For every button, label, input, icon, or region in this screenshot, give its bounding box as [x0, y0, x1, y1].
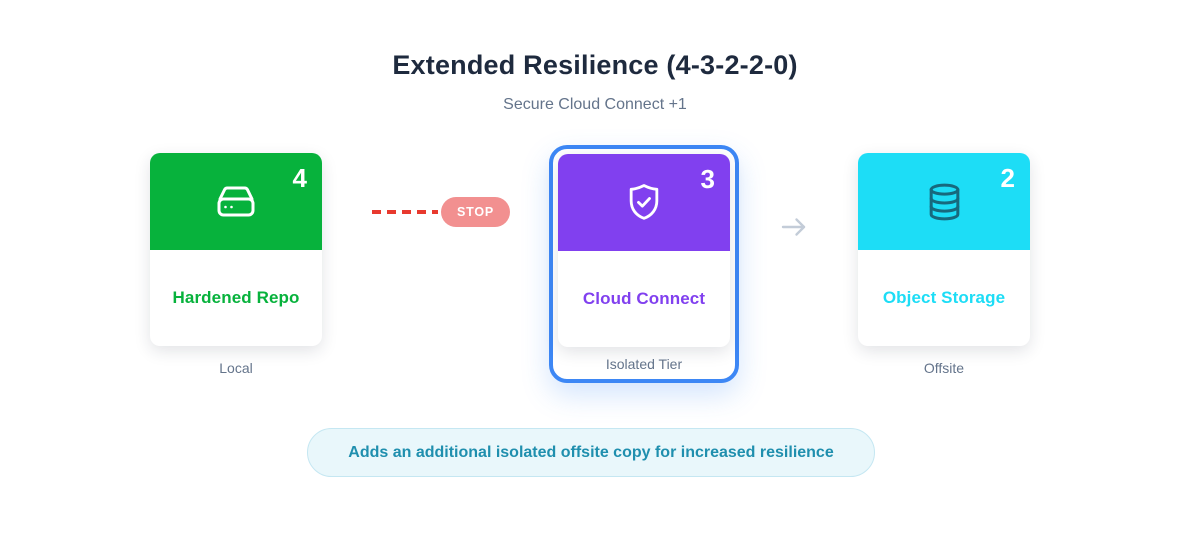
card-header-cloud-connect: 3 — [558, 154, 730, 251]
card-title-object-storage: Object Storage — [882, 288, 1006, 307]
database-icon — [924, 182, 965, 222]
tier-label-local: Local — [219, 360, 253, 376]
card-body: Hardened Repo — [150, 250, 322, 346]
card-body: Object Storage — [858, 250, 1030, 346]
card-group-object-storage: 2 Object Storage Offsite — [858, 153, 1030, 376]
connector-arrow — [778, 212, 810, 242]
card-title-hardened-repo: Hardened Repo — [172, 288, 300, 307]
copy-count-badge: 3 — [700, 164, 715, 194]
tier-label-offsite: Offsite — [923, 360, 965, 376]
arrow-right-icon — [778, 212, 810, 242]
shield-check-icon — [624, 180, 664, 226]
footnote-banner: Adds an additional isolated offsite copy… — [307, 428, 875, 477]
blocked-dashed-line — [372, 210, 438, 214]
stop-badge: STOP — [441, 197, 510, 227]
card-group-hardened-repo: 4 Hardened Repo Local — [150, 153, 322, 376]
card-header-object-storage: 2 — [858, 153, 1030, 250]
card-object-storage[interactable]: 2 Object Storage — [858, 153, 1030, 346]
copy-count-badge: 2 — [1000, 163, 1015, 193]
page-subtitle: Secure Cloud Connect +1 — [503, 96, 687, 113]
card-title-cloud-connect: Cloud Connect — [582, 289, 706, 308]
copy-count-badge: 4 — [292, 163, 307, 193]
card-header-hardened-repo: 4 — [150, 153, 322, 250]
card-hardened-repo[interactable]: 4 Hardened Repo — [150, 153, 322, 346]
card-body: Cloud Connect — [558, 251, 730, 347]
page-title: Extended Resilience (4-3-2-2-0) — [392, 50, 798, 80]
highlight-ring: 3 Cloud Connect Isolated Tier — [549, 145, 739, 383]
card-cloud-connect[interactable]: 3 Cloud Connect — [558, 154, 730, 347]
tier-label-isolated-tier: Isolated Tier — [605, 356, 683, 372]
connector-blocked: STOP — [372, 197, 510, 227]
hard-drive-icon — [214, 182, 258, 222]
